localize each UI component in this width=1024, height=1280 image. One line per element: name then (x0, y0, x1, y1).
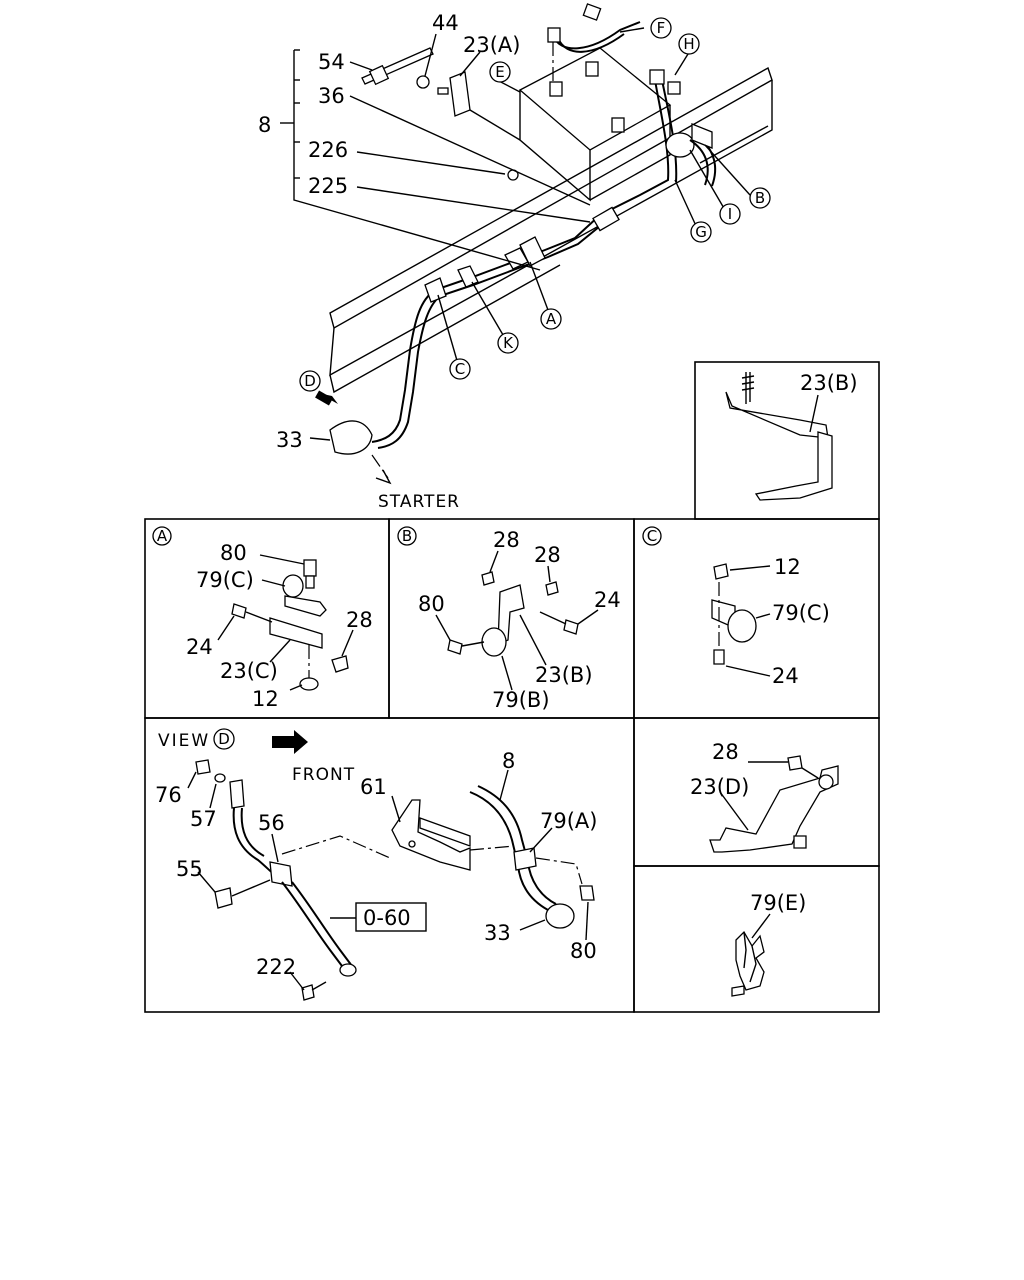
panel-c-part-12-label: 12 (774, 555, 801, 579)
svg-text:B: B (402, 527, 412, 545)
panel-c-ref-marker: C (642, 526, 662, 546)
panel-a-part-80-label: 80 (220, 541, 247, 565)
part-33-label: 33 (276, 428, 303, 452)
panel-b-part-80-label: 80 (418, 592, 445, 616)
ref-marker-c: C (449, 358, 471, 380)
detail-23b-panel: 23(B) (694, 361, 880, 520)
panel-a-part-28-label: 28 (346, 608, 373, 632)
part-23a-label: 23(A) (463, 33, 520, 57)
svg-text:I: I (728, 205, 732, 223)
svg-text:G: G (695, 223, 707, 241)
view-d-part-76-label: 76 (155, 783, 182, 807)
front-label: FRONT (292, 765, 355, 785)
panel-b-ref-marker: B (397, 526, 417, 546)
ref-marker-f: F (650, 17, 672, 39)
panel-23d: 28 23(D) (633, 717, 880, 867)
ref-marker-d: D (299, 370, 321, 392)
starter-label: STARTER (378, 492, 460, 512)
battery-box (518, 47, 672, 202)
small-parts (361, 47, 521, 181)
view-d-title: VIEW (158, 731, 210, 751)
panel-c-part-79c-label: 79(C) (772, 601, 830, 625)
starter-terminal-cover (329, 420, 373, 455)
view-d-part-55-label: 55 (176, 857, 203, 881)
view-d-part-8-label: 8 (502, 749, 515, 773)
part-44-label: 44 (432, 11, 459, 35)
svg-text:F: F (657, 19, 666, 37)
starter-cable (329, 206, 620, 485)
ref-marker-a: A (540, 308, 562, 330)
panel-b-part-24-label: 24 (594, 588, 621, 612)
panel-b: B 28 28 80 24 23(B) 79(B) (388, 518, 635, 719)
view-d-part-222-label: 222 (256, 955, 296, 979)
ref-marker-h: H (678, 33, 700, 55)
panel-c-part-24-label: 24 (772, 664, 799, 688)
view-d-ref-marker: D (213, 728, 235, 750)
svg-text:A: A (157, 527, 168, 545)
panel-a-part-23c-label: 23(C) (220, 659, 278, 683)
main-assembly: 44 23(A) 54 36 8 226 225 33 STARTER E F … (258, 3, 773, 512)
frame-rail (329, 66, 773, 394)
svg-text:C: C (455, 360, 465, 378)
panel-a: A 80 79(C) 24 28 23(C) 12 (144, 518, 390, 719)
panel-a-part-12-label: 12 (252, 687, 279, 711)
panel-23d-part-23d-label: 23(D) (690, 775, 749, 799)
svg-text:H: H (683, 35, 694, 53)
ref-marker-e: E (489, 61, 511, 83)
view-d-part-80-label: 80 (570, 939, 597, 963)
view-d-part-57-label: 57 (190, 807, 217, 831)
panel-b-part-79b-label: 79(B) (492, 688, 550, 712)
panel-a-ref-marker: A (152, 526, 172, 546)
panel-79e: 79(E) (633, 865, 880, 1013)
view-d-part-56-label: 56 (258, 811, 285, 835)
panel-a-part-24-label: 24 (186, 635, 213, 659)
ref-marker-g: G (690, 221, 712, 243)
svg-text:A: A (546, 310, 557, 328)
part-226-label: 226 (308, 138, 348, 162)
svg-text:D: D (218, 730, 230, 748)
svg-text:B: B (755, 189, 765, 207)
panel-b-part-28b-label: 28 (534, 543, 561, 567)
view-d-ref-0-60-label: 0-60 (363, 906, 411, 930)
panel-79e-part-79e-label: 79(E) (750, 891, 806, 915)
part-225-label: 225 (308, 174, 348, 198)
battery-leads (547, 3, 717, 216)
ref-marker-k: K (497, 332, 519, 354)
part-23b-label: 23(B) (800, 371, 858, 395)
panel-23d-part-28-label: 28 (712, 740, 739, 764)
svg-text:C: C (647, 527, 657, 545)
part-8-label: 8 (258, 113, 271, 137)
part-36-label: 36 (318, 84, 345, 108)
panel-b-part-23b-label: 23(B) (535, 663, 593, 687)
view-d-panel: VIEW D FRONT (144, 717, 635, 1013)
view-d-part-61-label: 61 (360, 775, 387, 799)
leader-lines (280, 27, 751, 441)
svg-text:K: K (503, 334, 514, 352)
svg-text:E: E (495, 63, 504, 81)
front-arrow-icon (272, 730, 308, 754)
panel-a-part-79c-label: 79(C) (196, 568, 254, 592)
view-d-part-33-label: 33 (484, 921, 511, 945)
panel-b-part-28a-label: 28 (493, 528, 520, 552)
ref-marker-i: I (719, 203, 741, 225)
view-d-part-79a-label: 79(A) (540, 809, 597, 833)
panel-c: C 12 79(C) 24 (633, 518, 880, 719)
svg-text:D: D (304, 372, 316, 390)
ref-marker-b: B (749, 187, 771, 209)
part-54-label: 54 (318, 50, 345, 74)
